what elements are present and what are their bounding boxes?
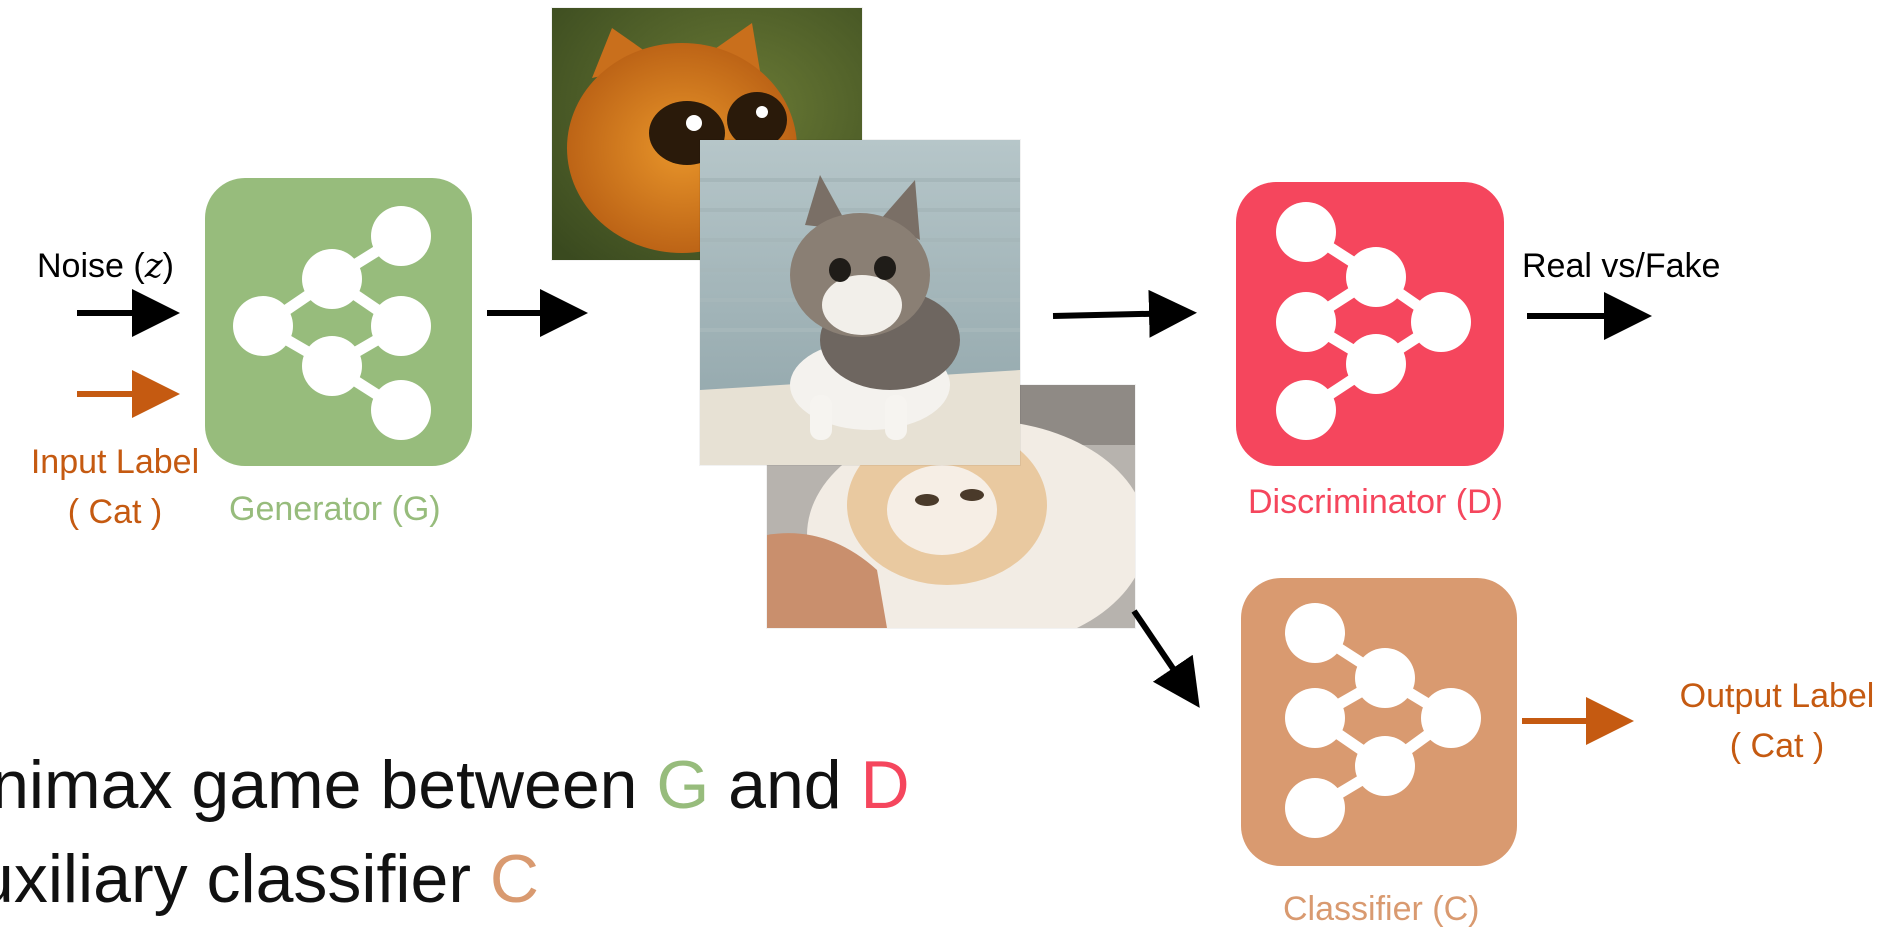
discriminator-label: Discriminator (D) <box>1248 483 1503 521</box>
classifier-input-arrow <box>1131 609 1200 708</box>
generator-network-box <box>205 178 472 466</box>
input-label-line1: Input Label <box>30 443 200 481</box>
bullet-line-1: inimax game between G and D <box>0 747 910 823</box>
noise-label: Noise (z) <box>37 246 174 286</box>
generator-label: Generator (G) <box>229 490 441 528</box>
tabby-kitten-photo <box>700 140 1020 465</box>
neural-network-icon <box>1276 202 1471 440</box>
bullet-text: inimax game between G and D uxiliary cla… <box>0 738 910 926</box>
output-label-line1: Output Label <box>1679 677 1875 715</box>
classifier-network-box <box>1241 578 1517 866</box>
bullet-line-2: uxiliary classifier C <box>0 841 539 917</box>
input-label-line2: ( Cat ) <box>67 493 163 531</box>
discriminator-network-box <box>1236 182 1504 466</box>
classifier-label: Classifier (C) <box>1283 890 1480 928</box>
output-label-line2: ( Cat ) <box>1729 727 1825 765</box>
neural-network-icon <box>1285 603 1481 838</box>
input-label: Input Label ( Cat ) <box>10 442 220 532</box>
discriminator-input-arrow <box>1052 289 1197 338</box>
output-label: Output Label ( Cat ) <box>1652 676 1898 766</box>
discriminator-output-label: Real vs/Fake <box>1522 247 1721 285</box>
neural-network-icon <box>233 206 431 440</box>
